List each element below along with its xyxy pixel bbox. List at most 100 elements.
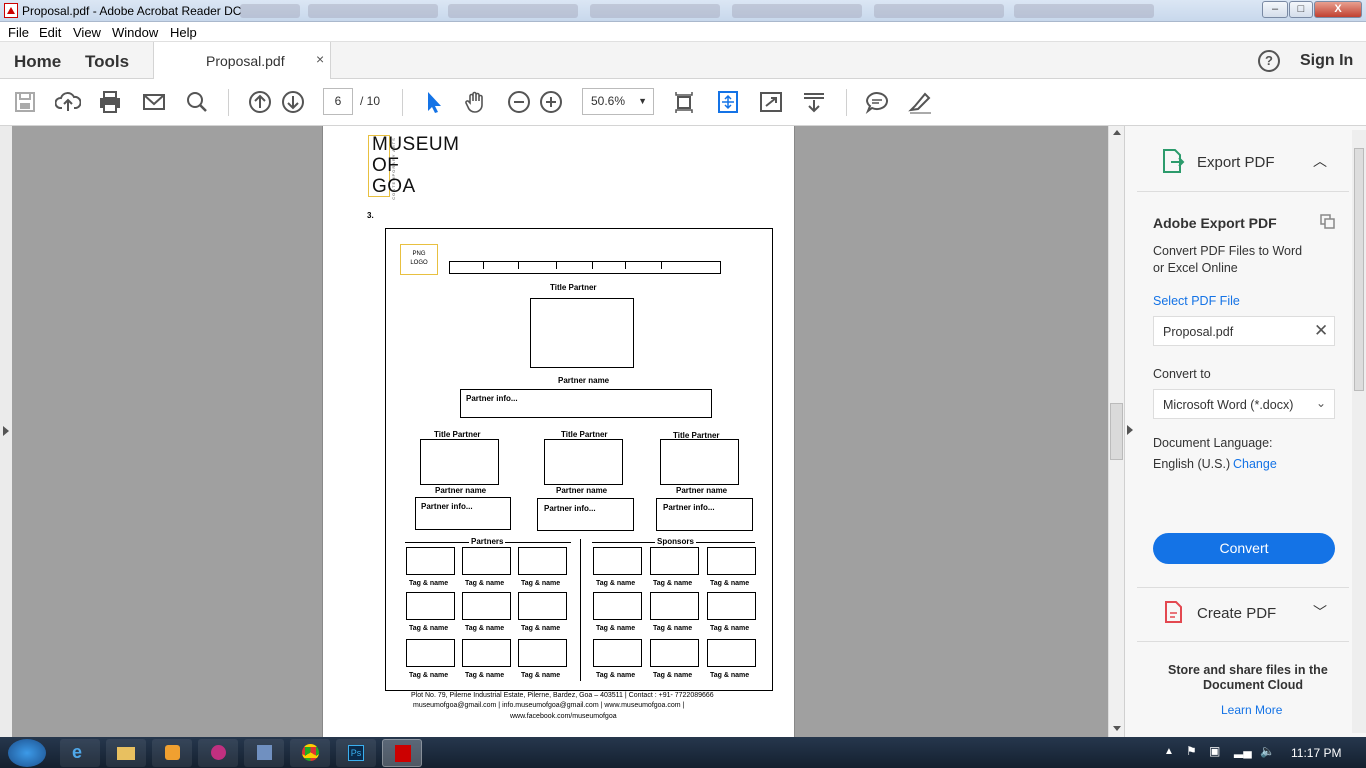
device-icon[interactable]: ▣ [1209,744,1221,758]
tag-box [462,592,511,620]
title-partner-label: Title Partner [673,431,720,440]
toolbar-separator [402,89,403,116]
app-box-icon[interactable] [244,739,284,767]
zoom-out-icon[interactable] [506,89,532,115]
hand-tool-icon[interactable] [463,89,489,115]
clock-time[interactable]: 11:17 PM [1291,746,1342,760]
acrobat-taskbar-icon[interactable] [382,739,422,767]
change-language-link[interactable]: Change [1233,457,1277,471]
menu-file[interactable]: File [8,25,29,40]
toolbar: 6 / 10 50.6%▼ [0,79,1366,126]
sign-in-link[interactable]: Sign In [1300,52,1354,69]
footer-facebook: www.facebook.com/museumofgoa [510,713,617,720]
selected-file-field[interactable]: Proposal.pdf ✕ [1153,316,1335,346]
title-partner-box [660,439,739,485]
start-button[interactable] [8,739,46,767]
close-button[interactable]: X [1314,1,1362,18]
minimize-button[interactable]: – [1262,1,1288,18]
photoshop-icon[interactable]: Ps [336,739,376,767]
media-player-icon[interactable] [152,739,192,767]
tag-box [462,639,511,667]
select-cursor-icon[interactable] [420,89,446,115]
partner-info-text: Partner info... [544,504,596,513]
background-tab [874,4,1004,18]
comment-icon[interactable] [864,89,890,115]
create-pdf-title[interactable]: Create PDF [1197,605,1277,622]
close-tab-icon[interactable]: × [316,51,325,67]
learn-more-link[interactable]: Learn More [1221,703,1283,717]
ie-icon[interactable]: e [60,739,100,767]
page-number-input[interactable]: 6 [323,88,353,115]
format-select[interactable]: Microsoft Word (*.docx) ⌄ [1153,389,1335,419]
title-partner-box [420,439,499,485]
next-page-icon[interactable] [280,89,306,115]
menu-view[interactable]: View [73,25,101,40]
acrobat-app-icon [4,3,18,18]
expand-chevron-icon[interactable]: ﹀ [1313,604,1327,620]
tag-name-label: Tag & name [596,580,636,587]
upload-cloud-icon[interactable] [55,89,81,115]
panel-scroll-thumb[interactable] [1354,148,1364,391]
network-signal-icon[interactable]: ▂▄ [1234,744,1252,758]
tag-name-label: Tag & name [409,580,449,587]
toolbar-separator [228,89,229,116]
menu-window[interactable]: Window [112,25,159,40]
tabs-row: Home Tools Proposal.pdf × ? Sign In [0,42,1366,79]
save-icon[interactable] [12,89,38,115]
search-icon[interactable] [184,89,210,115]
tag-name-label: Tag & name [710,580,750,587]
scrolling-mode-icon[interactable] [671,89,697,115]
clear-file-icon[interactable]: ✕ [1314,321,1329,340]
zoom-in-icon[interactable] [538,89,564,115]
tag-box [406,639,455,667]
app-icon[interactable] [198,739,238,767]
left-pane-expand-icon[interactable] [3,426,9,436]
zoom-select[interactable]: 50.6%▼ [582,88,654,115]
export-pdf-title[interactable]: Export PDF [1197,154,1275,171]
document-scrollbar[interactable] [1108,126,1124,737]
tab-home[interactable]: Home [14,52,62,71]
panel-scrollbar[interactable] [1352,130,1366,733]
partner-name-label: Partner name [558,376,610,385]
chrome-icon[interactable] [290,739,330,767]
menu-help[interactable]: Help [170,25,197,40]
menu-edit[interactable]: Edit [39,25,62,40]
title-bar: Proposal.pdf - Adobe Acrobat Reader DC –… [0,0,1366,22]
taskbar: e Ps ▲ ⚑ ▣ ▂▄ 🔈 11:17 PM [0,737,1366,768]
partner-info-box: Partner info... [415,497,511,530]
fit-page-icon[interactable] [715,89,741,115]
tag-name-label: Tag & name [521,580,561,587]
tab-tools[interactable]: Tools [85,52,130,71]
store-share-text: Store and share files in the [1168,663,1328,677]
pdf-page[interactable]: CONTEMPORARY ARTS MUSEUM OF GOA 3. PNG L… [322,126,795,737]
png-logo-placeholder: PNG LOGO [400,244,438,275]
collapse-pane-icon[interactable] [1127,425,1133,435]
tag-name-label: Tag & name [596,625,636,632]
previous-page-icon[interactable] [247,89,273,115]
maximize-button[interactable]: □ [1289,1,1313,18]
column-divider [580,539,581,681]
scroll-up-icon[interactable] [1113,130,1121,135]
select-pdf-file-link[interactable]: Select PDF File [1153,294,1240,308]
tab-document[interactable]: Proposal.pdf × [153,42,331,79]
scroll-thumb[interactable] [1110,403,1123,460]
action-center-flag-icon[interactable]: ⚑ [1186,744,1197,758]
logo-line: OF [372,155,400,176]
show-hidden-icons[interactable]: ▲ [1164,746,1174,757]
collapse-chevron-icon[interactable]: ︿ [1313,153,1327,169]
explorer-icon[interactable] [106,739,146,767]
highlight-pen-icon[interactable] [907,89,933,115]
volume-icon[interactable]: 🔈 [1260,744,1275,758]
background-tab [308,4,438,18]
read-mode-icon[interactable] [801,89,827,115]
tag-box [593,639,642,667]
page-total: / 10 [360,94,381,108]
full-screen-icon[interactable] [758,89,784,115]
copy-icon[interactable] [1319,213,1335,229]
email-icon[interactable] [141,89,167,115]
help-icon[interactable]: ? [1258,50,1280,72]
print-icon[interactable] [97,89,123,115]
convert-button[interactable]: Convert [1153,533,1335,564]
scroll-down-icon[interactable] [1113,726,1121,731]
partner-info-text: Partner info... [466,394,518,403]
